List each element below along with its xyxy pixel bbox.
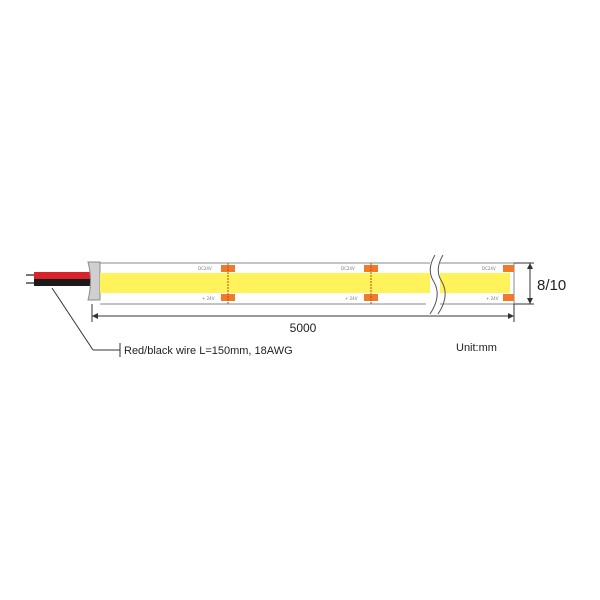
pad-top [503,265,514,272]
black-wire [34,279,90,286]
dimension-arrow-icon [508,313,514,319]
segment-top-text: DC24V [482,266,496,271]
dimension-arrow-icon [92,313,98,319]
segment-top-text: DC24V [341,266,355,271]
segment-top-text: DC24V [198,266,212,271]
length-label: 5000 [290,321,317,335]
wire-callout: Red/black wire L=150mm, 18AWG [51,287,293,357]
cut-mark-2: DC24V + 24V [341,263,378,304]
red-wire [34,272,90,279]
height-label: 8/10 [537,277,566,294]
height-dimension: 8/10 [514,262,566,305]
pad-top [364,265,378,272]
led-band-end [440,273,510,293]
pad-top [221,265,235,272]
pad-bottom [503,294,514,301]
segment-bottom-text: + 24V [345,296,358,301]
led-band-main [100,273,430,293]
segment-bottom-text: + 24V [202,296,215,301]
length-dimension: 5000 [91,304,515,335]
dimension-arrow-icon [527,263,533,269]
cut-mark-1: DC24V + 24V [198,263,235,304]
dimension-arrow-icon [527,298,533,304]
wire-leads [26,272,90,286]
connector-cap [87,261,101,301]
break-mark-icon [429,254,446,315]
cut-mark-3: DC24V + 24V [482,265,514,301]
wire-label: Red/black wire L=150mm, 18AWG [124,345,293,357]
unit-label: Unit:mm [456,342,497,354]
segment-bottom-text: + 24V [486,296,499,301]
